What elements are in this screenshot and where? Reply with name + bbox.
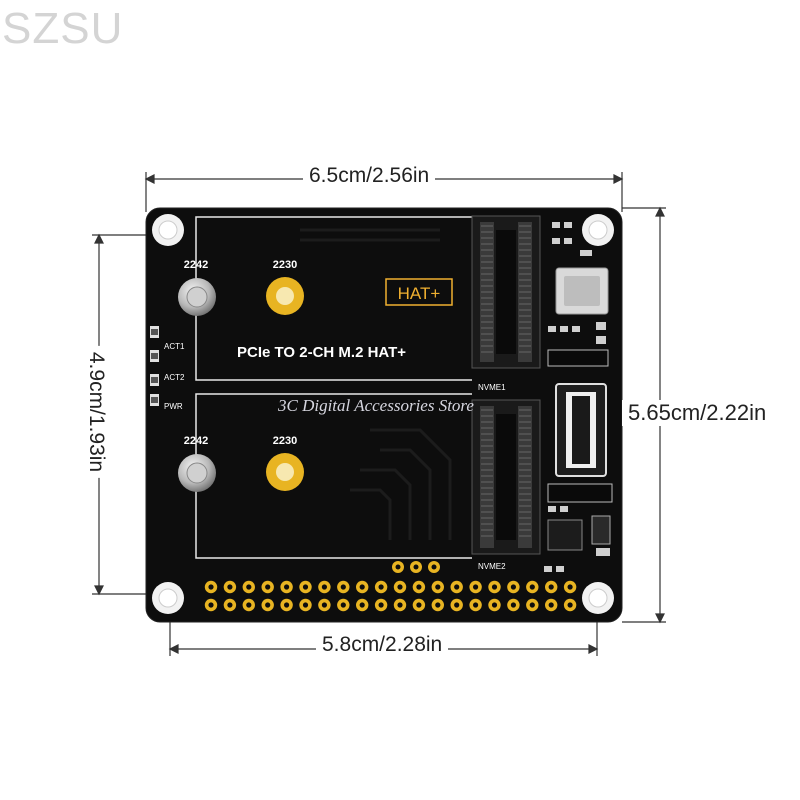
- led-label-act1: ACT1: [164, 342, 185, 351]
- top-width-label: 6.5cm/2.56in: [303, 164, 436, 188]
- ffc-connector: [555, 383, 607, 477]
- right-height-label: 5.65cm/2.22in: [622, 400, 773, 426]
- slot2-label-2230: 2230: [273, 435, 297, 447]
- led-label-pwr: PWR: [164, 402, 183, 411]
- slot1-label-2242: 2242: [184, 259, 208, 271]
- standoff-screws: [178, 278, 216, 492]
- store-watermark: 3C Digital Accessories Store: [278, 396, 474, 415]
- bottom-width-label: 5.8cm/2.28in: [316, 633, 449, 657]
- led-label-act2: ACT2: [164, 373, 185, 382]
- smd-components: [544, 222, 613, 572]
- hat-badge: HAT+: [398, 284, 441, 303]
- nvme1-label: NVME1: [478, 383, 506, 392]
- slot1-label-2230: 2230: [273, 259, 297, 271]
- mounting-holes: [152, 214, 614, 614]
- status-leds: [150, 326, 159, 406]
- pcb-traces: [300, 228, 452, 540]
- nvme2-label: NVME2: [478, 562, 506, 571]
- power-inductor: [555, 267, 609, 315]
- slot2-label-2242: 2242: [184, 435, 208, 447]
- brand-watermark: SZSU: [2, 4, 124, 53]
- board-title: PCIe TO 2-CH M.2 HAT+: [237, 344, 406, 361]
- hat-badge-box: [385, 278, 453, 306]
- small-gold-pads: [392, 561, 440, 573]
- left-height-label: 4.9cm/1.93in: [84, 345, 108, 479]
- gpio-header-pads: [204, 580, 577, 612]
- connector-pins: [481, 225, 531, 537]
- gold-pads: [266, 277, 304, 491]
- m2-connector-2: [471, 399, 541, 555]
